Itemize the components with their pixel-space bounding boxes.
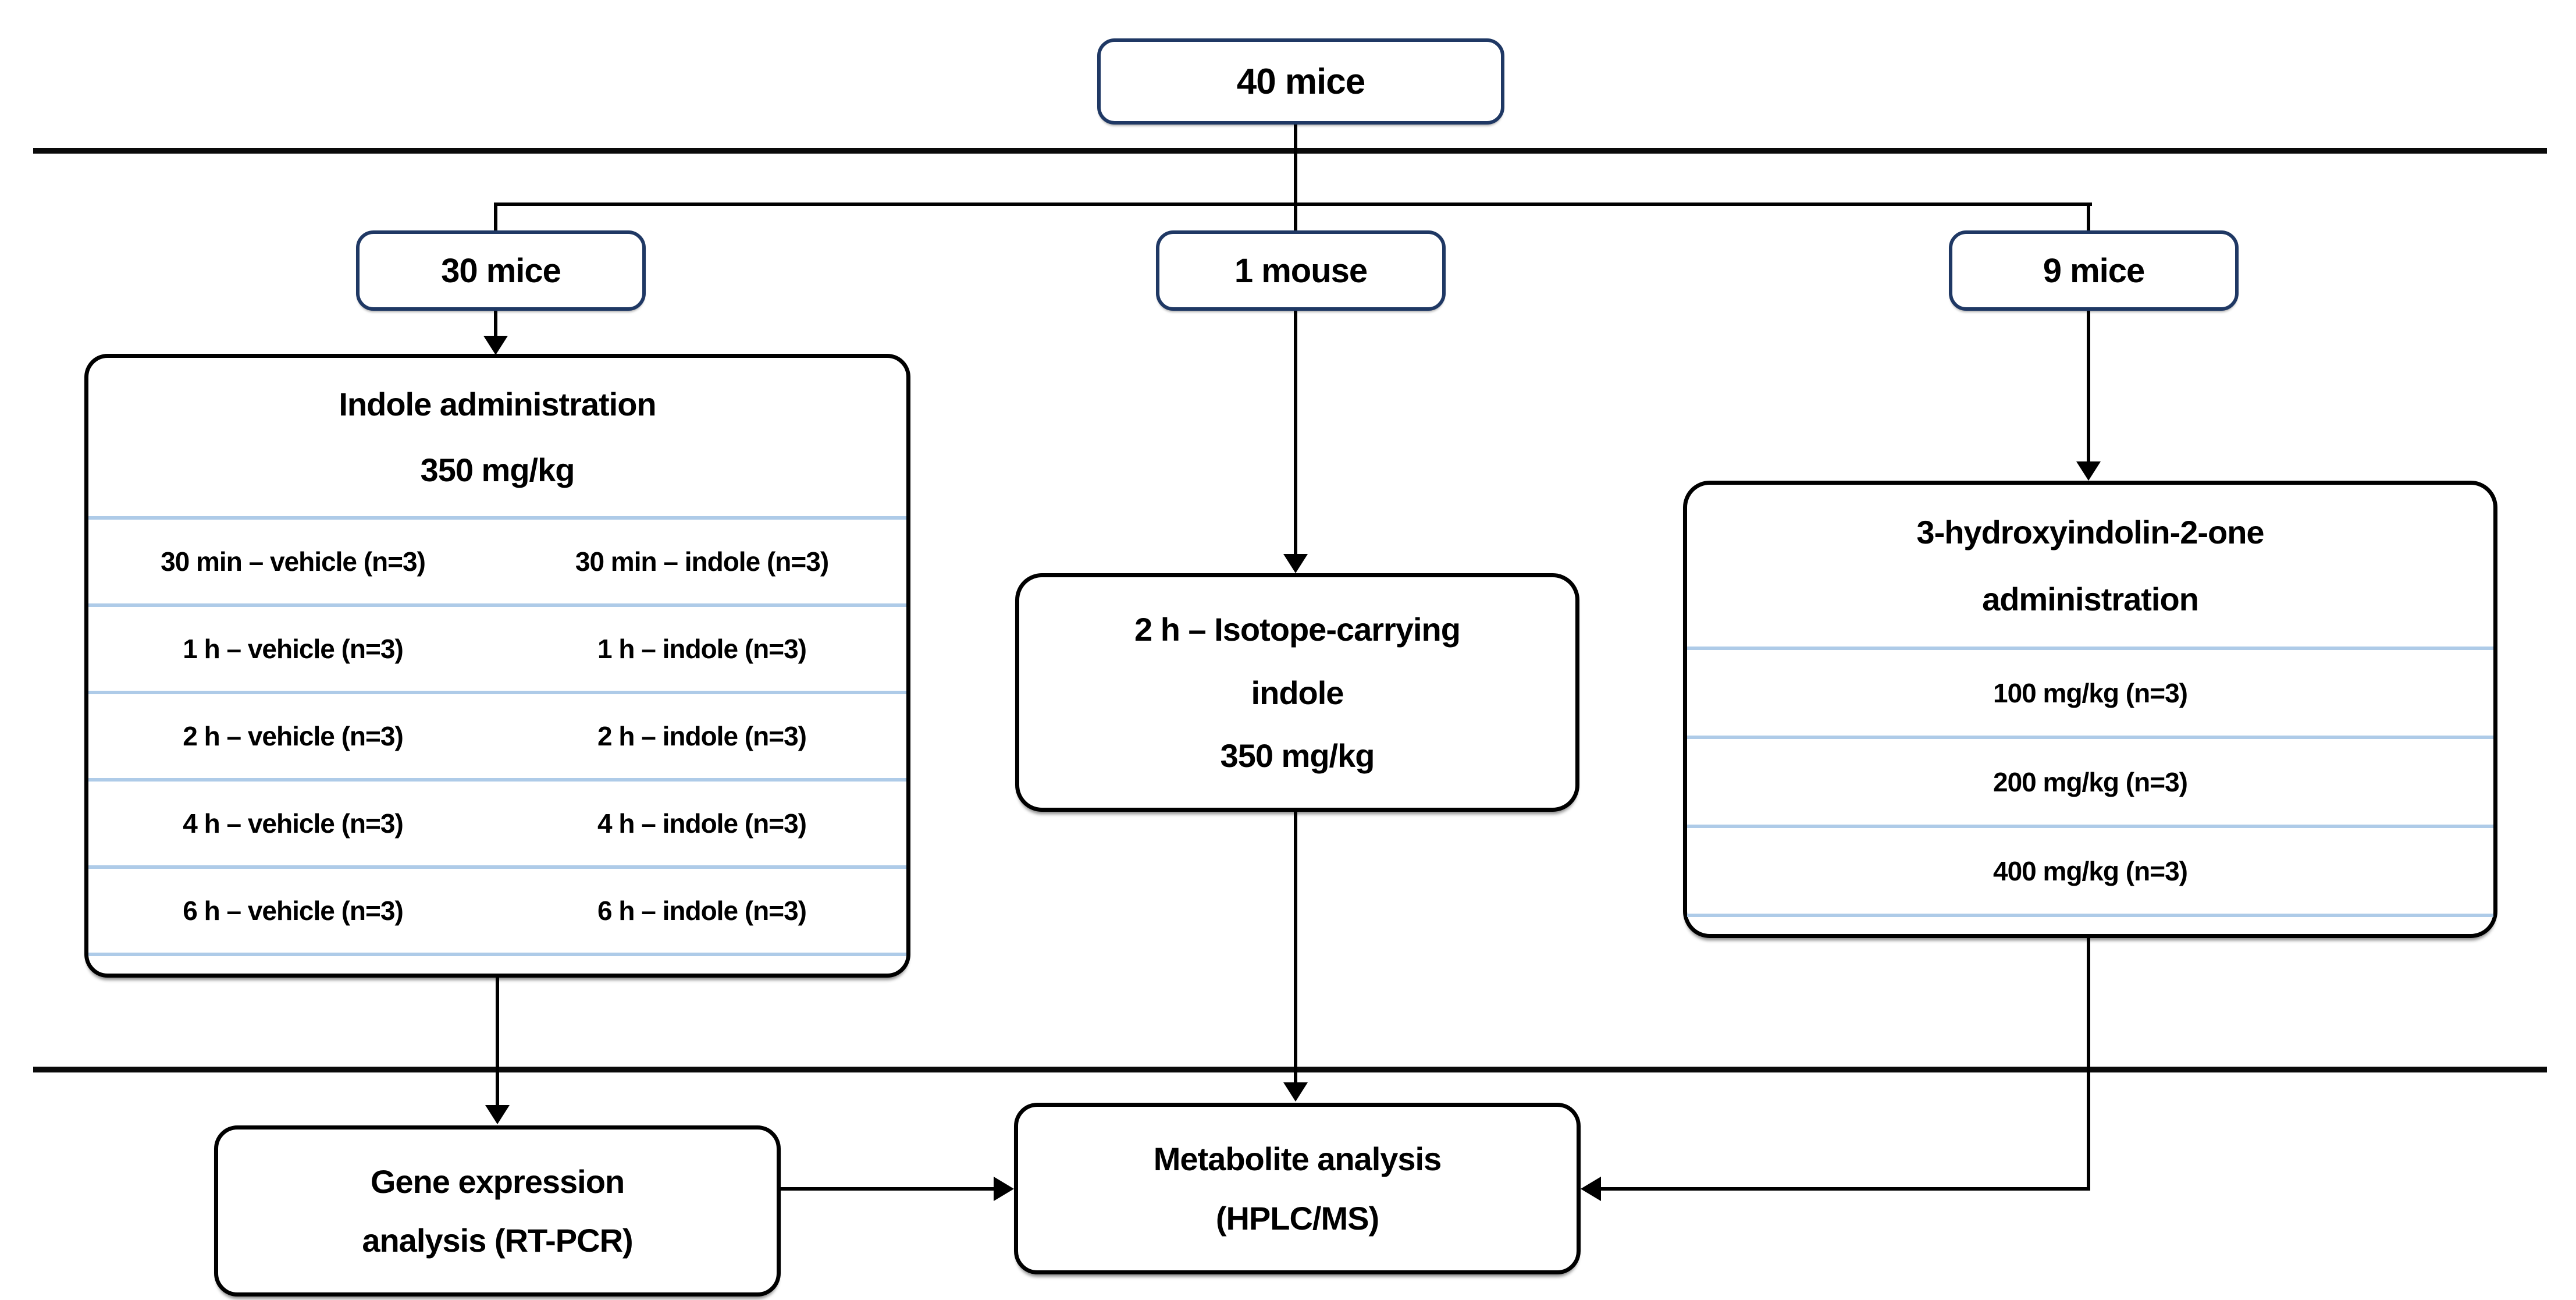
box-gene-expression: Gene expression analysis (RT-PCR) (214, 1125, 781, 1297)
dose-row-label: 100 mg/kg (n=3) (1993, 677, 2188, 708)
box-1-mouse-label: 1 mouse (1234, 251, 1368, 290)
indole-title-line2: 350 mg/kg (420, 451, 575, 488)
dose-row: 400 mg/kg (n=3) (1687, 825, 2493, 914)
indole-row: 4 h – vehicle (n=3) 4 h – indole (n=3) (88, 778, 906, 865)
hydroxy-title-line1: 3-hydroxyindolin-2-one (1916, 514, 2264, 551)
metabolite-line2: (HPLC/MS) (1215, 1200, 1379, 1237)
indole-row: 30 min – vehicle (n=3) 30 min – indole (… (88, 516, 906, 603)
arrowhead-into-isotope-box (1283, 554, 1308, 573)
connector-indole-to-gene (496, 978, 499, 1107)
box-9-mice-label: 9 mice (2043, 251, 2146, 290)
indole-row-left: 1 h – vehicle (n=3) (183, 634, 404, 664)
connector-30mice-to-indole (494, 304, 497, 338)
indole-row-right: 6 h – indole (n=3) (597, 896, 807, 926)
box-1-mouse: 1 mouse (1156, 230, 1446, 311)
box-isotope-indole: 2 h – Isotope-carrying indole 350 mg/kg (1015, 573, 1579, 812)
isotope-line2: indole (1251, 674, 1344, 711)
isotope-line3: 350 mg/kg (1220, 737, 1375, 774)
indole-row: 2 h – vehicle (n=3) 2 h – indole (n=3) (88, 691, 906, 778)
indole-box-title: Indole administration 350 mg/kg (88, 358, 906, 516)
box-hydroxyindolinone: 3-hydroxyindolin-2-one administration 10… (1683, 481, 2497, 938)
indole-row-right: 1 h – indole (n=3) (597, 634, 807, 664)
connector-hydroxy-down (2087, 938, 2090, 1191)
indole-row-left: 4 h – vehicle (n=3) (183, 808, 404, 839)
connector-branch-horizontal (496, 203, 2092, 206)
connector-gene-to-metabolite (781, 1187, 997, 1191)
indole-row-left: 6 h – vehicle (n=3) (183, 896, 404, 926)
indole-row-left: 30 min – vehicle (n=3) (161, 546, 426, 577)
indole-row-right: 30 min – indole (n=3) (575, 546, 829, 577)
box-40-mice: 40 mice (1097, 38, 1504, 125)
hydroxy-box-bottom-strip (1687, 914, 2493, 934)
arrowhead-into-metabolite-top (1283, 1082, 1308, 1102)
indole-row: 1 h – vehicle (n=3) 1 h – indole (n=3) (88, 603, 906, 691)
dose-row-label: 200 mg/kg (n=3) (1993, 766, 2188, 797)
gene-line1: Gene expression (370, 1163, 625, 1200)
connector-40mice-to-branch (1294, 118, 1297, 230)
metabolite-line1: Metabolite analysis (1153, 1141, 1442, 1177)
arrowhead-into-hydroxy-box (2076, 461, 2101, 481)
box-40-mice-label: 40 mice (1236, 61, 1366, 102)
box-30-mice: 30 mice (356, 230, 646, 311)
arrowhead-into-indole-box (483, 336, 508, 355)
connector-hydroxy-to-metabolite (1601, 1187, 2090, 1191)
hydroxy-box-title: 3-hydroxyindolin-2-one administration (1687, 485, 2493, 647)
box-indole-administration: Indole administration 350 mg/kg 30 min –… (84, 354, 910, 978)
dose-row: 200 mg/kg (n=3) (1687, 736, 2493, 825)
connector-branch-to-9mice (2087, 203, 2090, 230)
gene-line2: analysis (RT-PCR) (362, 1222, 633, 1259)
hydroxy-title-line2: administration (1982, 580, 2199, 617)
arrowhead-into-metabolite-right (1581, 1177, 1601, 1201)
dose-row: 100 mg/kg (n=3) (1687, 647, 2493, 736)
arrowhead-into-gene-box (485, 1105, 510, 1124)
indole-row: 6 h – vehicle (n=3) 6 h – indole (n=3) (88, 865, 906, 953)
arrowhead-into-metabolite-left (994, 1177, 1014, 1201)
indole-title-line1: Indole administration (339, 386, 656, 423)
indole-row-right: 2 h – indole (n=3) (597, 721, 807, 751)
box-9-mice: 9 mice (1949, 230, 2239, 311)
box-30-mice-label: 30 mice (441, 251, 561, 290)
isotope-line1: 2 h – Isotope-carrying (1134, 611, 1461, 648)
connector-9mice-to-hydroxy (2087, 304, 2090, 463)
connector-branch-to-30mice (494, 203, 497, 230)
section-divider-top (33, 148, 2547, 154)
section-divider-bottom (33, 1067, 2547, 1072)
connector-isotope-to-metabolite (1294, 812, 1297, 1084)
dose-row-label: 400 mg/kg (n=3) (1993, 855, 2188, 886)
connector-1mouse-to-isotope (1294, 304, 1297, 555)
indole-row-right: 4 h – indole (n=3) (597, 808, 807, 839)
box-metabolite-analysis: Metabolite analysis (HPLC/MS) (1014, 1103, 1581, 1274)
indole-box-bottom-strip (88, 953, 906, 974)
indole-row-left: 2 h – vehicle (n=3) (183, 721, 404, 751)
